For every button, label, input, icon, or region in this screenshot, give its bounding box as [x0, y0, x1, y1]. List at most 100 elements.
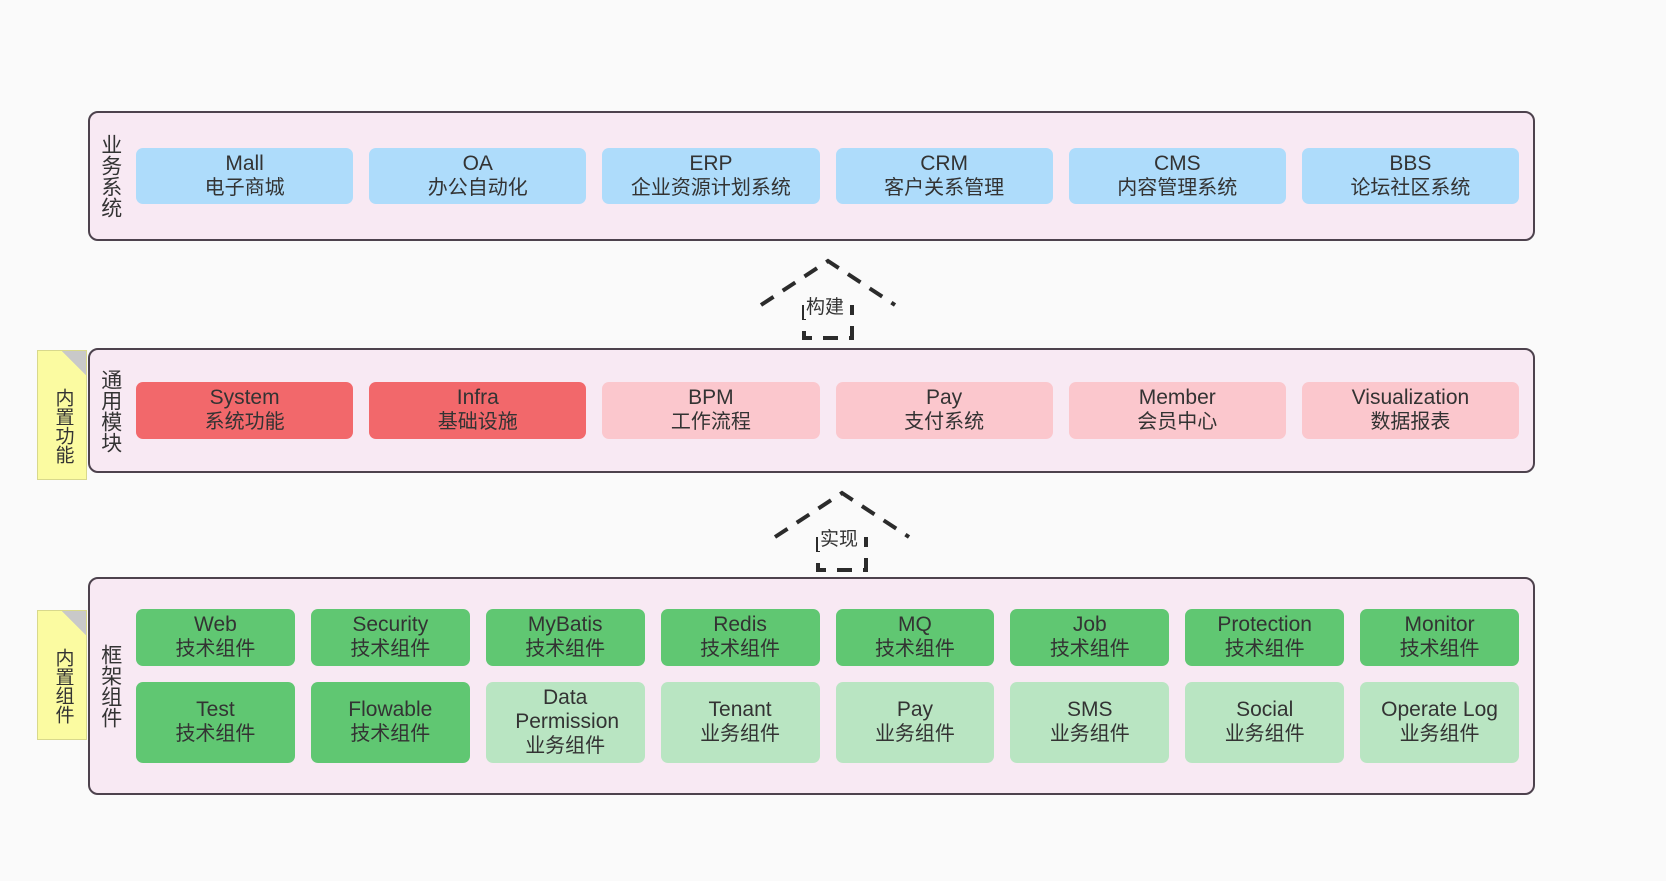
card-title: ERP [689, 151, 733, 175]
card-title: Monitor [1404, 613, 1475, 637]
card-subtitle: 技术组件 [350, 638, 431, 661]
connector-label-implement: 实现 [818, 524, 861, 551]
generalization-arrow-icon [759, 258, 897, 340]
card-flowable[interactable]: Flowable 技术组件 [310, 681, 470, 763]
card-mq[interactable]: MQ 技术组件 [835, 609, 995, 666]
card-sms[interactable]: SMS 业务组件 [1010, 681, 1170, 763]
card-test[interactable]: Test 技术组件 [136, 681, 295, 763]
card-title: Operate Log [1381, 697, 1498, 721]
card-title: MQ [898, 613, 932, 637]
card-cms[interactable]: CMS 内容管理系统 [1068, 147, 1286, 205]
card-title: Member [1138, 386, 1216, 410]
card-title: MyBatis [527, 613, 603, 637]
card-subtitle: 业务组件 [874, 722, 955, 745]
card-subtitle: 论坛社区系统 [1350, 176, 1471, 199]
card-visualization[interactable]: Visualization 数据报表 [1301, 382, 1520, 439]
card-title: Security [352, 613, 429, 637]
card-bpm[interactable]: BPM 工作流程 [602, 382, 820, 439]
layer-framework-component: 框架组件 Web 技术组件 Security 技术组件 MyBatis 技术组件… [88, 577, 1535, 795]
card-title: Tenant [708, 697, 772, 721]
note-builtin-function: 内置功能 [37, 350, 87, 480]
card-redis[interactable]: Redis 技术组件 [660, 609, 820, 666]
card-subtitle: 技术组件 [1049, 638, 1130, 661]
card-title: BPM [688, 386, 734, 410]
card-subtitle: 技术组件 [175, 722, 256, 745]
layer-title-framework-component: 框架组件 [98, 644, 122, 728]
card-web[interactable]: Web 技术组件 [136, 609, 295, 666]
note-fold-icon [62, 611, 86, 635]
card-job[interactable]: Job 技术组件 [1010, 609, 1170, 666]
card-title: Data Permission [515, 685, 620, 734]
card-row: Mall 电子商城 OA 办公自动化 ERP 企业资源计划系统 CRM 客户关系… [136, 147, 1520, 205]
card-member[interactable]: Member 会员中心 [1068, 382, 1286, 439]
card-protection[interactable]: Protection 技术组件 [1185, 609, 1345, 666]
card-oa[interactable]: OA 办公自动化 [369, 147, 587, 205]
card-subtitle: 业务组件 [1224, 722, 1305, 745]
card-subtitle: 技术组件 [525, 638, 606, 661]
card-row: System 系统功能 Infra 基础设施 BPM 工作流程 Pay 支付系统… [136, 382, 1520, 439]
card-title: Job [1072, 613, 1107, 637]
layer-title-business-system: 业务系统 [98, 134, 122, 218]
note-builtin-component: 内置组件 [37, 610, 87, 740]
layer-body-framework-component: Web 技术组件 Security 技术组件 MyBatis 技术组件 Redi… [130, 579, 1533, 793]
note-fold-icon [62, 351, 86, 375]
card-subtitle: 内容管理系统 [1117, 176, 1238, 199]
card-erp[interactable]: ERP 企业资源计划系统 [602, 147, 820, 205]
card-title: SMS [1067, 697, 1113, 721]
card-title: Test [196, 697, 235, 721]
card-subtitle: 客户关系管理 [884, 176, 1005, 199]
card-subtitle: 业务组件 [1399, 722, 1480, 745]
card-title: Flowable [348, 697, 433, 721]
card-subtitle: 办公自动化 [427, 176, 528, 199]
card-title: Visualization [1351, 386, 1470, 410]
card-row: Test 技术组件 Flowable 技术组件 Data Permission … [136, 681, 1519, 763]
card-title: Protection [1217, 613, 1312, 637]
card-crm[interactable]: CRM 客户关系管理 [835, 147, 1053, 205]
card-row: Web 技术组件 Security 技术组件 MyBatis 技术组件 Redi… [136, 609, 1519, 666]
card-title: OA [462, 151, 493, 175]
layer-common-module: 通用模块 System 系统功能 Infra 基础设施 BPM 工作流程 Pay… [88, 348, 1535, 473]
card-bbs[interactable]: BBS 论坛社区系统 [1301, 147, 1520, 205]
layer-body-business-system: Mall 电子商城 OA 办公自动化 ERP 企业资源计划系统 CRM 客户关系… [130, 113, 1533, 239]
connector-implement: 实现 [772, 490, 912, 572]
connector-label-build: 构建 [804, 292, 847, 319]
card-subtitle: 技术组件 [700, 638, 781, 661]
card-social[interactable]: Social 业务组件 [1185, 681, 1345, 763]
card-title: Web [194, 613, 237, 637]
card-title: Pay [926, 386, 963, 410]
card-subtitle: 技术组件 [1224, 638, 1305, 661]
card-pay-component[interactable]: Pay 业务组件 [835, 681, 995, 763]
card-security[interactable]: Security 技术组件 [310, 609, 470, 666]
card-subtitle: 工作流程 [670, 411, 751, 434]
card-tenant[interactable]: Tenant 业务组件 [660, 681, 820, 763]
card-title: Infra [456, 386, 499, 410]
card-subtitle: 业务组件 [1049, 722, 1130, 745]
card-mall[interactable]: Mall 电子商城 [136, 147, 354, 205]
card-subtitle: 会员中心 [1137, 411, 1218, 434]
card-subtitle: 业务组件 [525, 735, 606, 758]
card-infra[interactable]: Infra 基础设施 [369, 382, 587, 439]
card-pay[interactable]: Pay 支付系统 [835, 382, 1053, 439]
card-subtitle: 基础设施 [437, 411, 518, 434]
card-title: CMS [1153, 151, 1201, 175]
card-subtitle: 支付系统 [904, 411, 985, 434]
note-label: 内置组件 [52, 648, 74, 724]
card-title: System [209, 386, 280, 410]
card-subtitle: 系统功能 [204, 411, 285, 434]
card-subtitle: 技术组件 [1399, 638, 1480, 661]
card-subtitle: 企业资源计划系统 [630, 176, 791, 199]
card-operate-log[interactable]: Operate Log 业务组件 [1360, 681, 1519, 763]
card-subtitle: 数据报表 [1370, 411, 1451, 434]
connector-build: 构建 [758, 258, 898, 340]
card-system[interactable]: System 系统功能 [136, 382, 354, 439]
card-monitor[interactable]: Monitor 技术组件 [1360, 609, 1519, 666]
card-subtitle: 电子商城 [204, 176, 285, 199]
card-subtitle: 技术组件 [874, 638, 955, 661]
note-label: 内置功能 [52, 388, 74, 464]
card-title: Mall [225, 151, 264, 175]
layer-body-common-module: System 系统功能 Infra 基础设施 BPM 工作流程 Pay 支付系统… [130, 350, 1533, 471]
card-data-permission[interactable]: Data Permission 业务组件 [485, 681, 645, 763]
card-mybatis[interactable]: MyBatis 技术组件 [485, 609, 645, 666]
card-title: CRM [920, 151, 969, 175]
